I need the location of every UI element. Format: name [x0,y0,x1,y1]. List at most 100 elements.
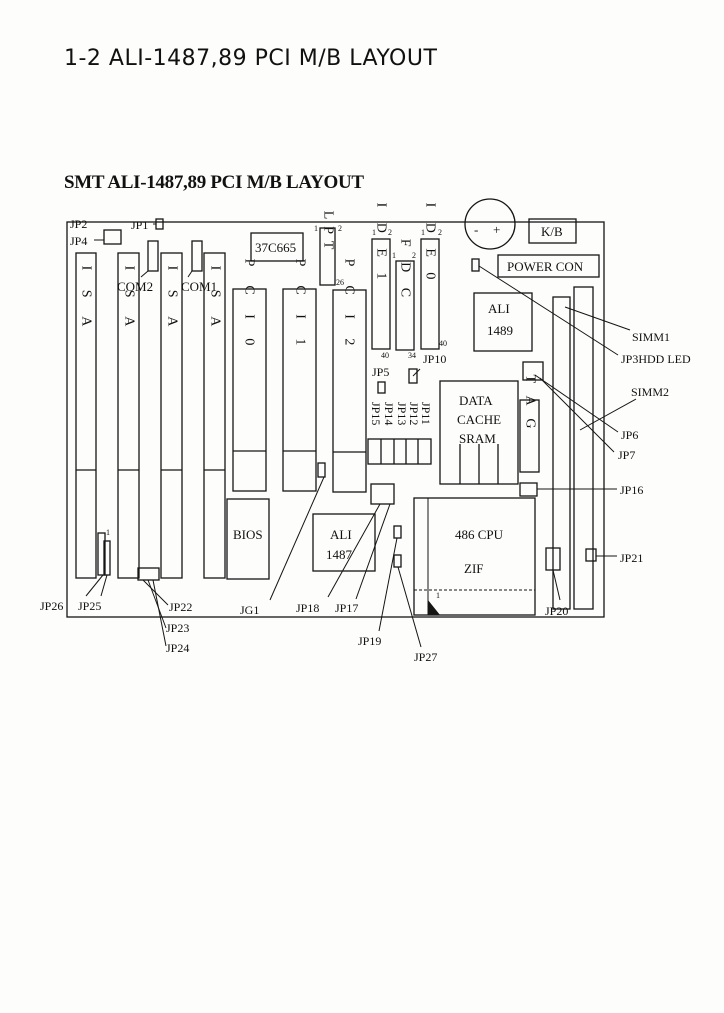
ide0-pin-40: 40 [439,339,447,348]
jp5-label: JP5 [372,365,389,379]
jp11-15-jumper-block [367,438,432,465]
isa-label-3: I S A [165,266,180,335]
com2-header [147,240,159,272]
board-outline [66,221,605,618]
jp20-label: JP20 [545,604,568,618]
jp10-label: JP10 [423,352,446,366]
isa-slot-2 [117,252,140,579]
lpt-pin-26: 26 [336,278,344,287]
jp21-jumper [585,548,597,562]
pci-label-0: P C I 0 [242,259,257,354]
jp2-jumper [103,229,122,245]
diagram-title: SMT ALI-1487,89 PCI M/B LAYOUT [64,172,364,193]
ide1-pin-1: 1 [372,228,376,237]
jg1-label: JG1 [240,603,259,617]
jp25-label: JP25 [78,599,101,613]
com1-label: COM1 [181,279,217,294]
jp22-24-jumper [137,567,160,581]
io-chip-label: 37C665 [255,240,296,255]
cache-label-1: DATA [459,393,493,408]
jp10-jumper [408,368,418,384]
pci-slot-2 [332,289,367,493]
lpt-pin-2: 2 [338,224,342,233]
io-chip-37c665 [250,232,304,262]
jp4-label: JP4 [70,234,87,248]
fdc-pin-34: 34 [408,351,416,360]
cpu-pin1-mark [428,600,440,615]
lpt-header [319,227,336,286]
isa-label-4: I S A [208,266,223,335]
jp24-label: JP24 [166,641,189,655]
pci-slot-1 [282,288,317,492]
jp18-label: JP18 [296,601,319,615]
jp15-label: JP15 [369,402,383,425]
isa-slot-4 [203,252,226,579]
cpu-label-2: ZIF [464,561,484,576]
cpu-label-1: 486 CPU [455,527,504,542]
lpt-pin-1: 1 [314,224,318,233]
leader-lines [85,223,637,648]
jp2-label: JP2 [70,217,87,231]
kb-label: K/B [541,224,563,239]
isa-slot-3 [160,252,183,579]
jp6-jp7-jumper [522,361,544,381]
jp13-label: JP13 [395,402,409,425]
jp16-label: JP16 [620,483,643,497]
jp27-label: JP27 [414,650,437,664]
bios-chip [226,498,270,580]
ali1489-label-2: 1489 [487,323,513,338]
fdc-header [395,260,415,351]
ali1489-label-1: ALI [488,301,510,316]
bios-label: BIOS [233,527,263,542]
pci-slots [232,288,367,493]
isa-label-1: I S A [79,266,94,335]
jp12-label: JP12 [407,402,421,425]
pci-slot-0 [232,288,267,492]
jp3-jumper [471,258,480,272]
jp6-label: JP6 [621,428,638,442]
page-heading: 1-2 ALI-1487,89 PCI M/B LAYOUT [64,46,438,71]
ali1487-chip [312,513,376,572]
battery-plus: + [493,222,500,237]
jp26-jumper [97,532,106,576]
jp1-label: JP1 [131,218,148,232]
pci-label-2: P C I 2 [342,259,357,354]
simm2-socket [573,286,594,610]
isa-label-2: I S A [122,266,137,335]
cpu-socket [413,497,536,616]
ide0-header [420,238,440,350]
fdc-pin-1: 1 [392,251,396,260]
jp19-label: JP19 [358,634,381,648]
cache-label-3: SRAM [459,431,496,446]
jg1-jumper [317,462,326,478]
jp17-jp18-jumper [370,483,395,505]
simm2-label: SIMM2 [631,385,669,399]
jp22-label: JP22 [169,600,192,614]
ide1-label: I D E 1 [374,203,389,286]
jp17-label: JP17 [335,601,358,615]
jp16-jumper [519,482,538,497]
ali1487-label-2: 1487 [326,547,353,562]
jp26-label: JP26 [40,599,63,613]
jp23-label: JP23 [166,621,189,635]
jp26-pin-1: 1 [106,528,110,537]
jp19-jumper [393,525,402,539]
fdc-pin-2: 2 [412,251,416,260]
jp7-label: JP7 [618,448,635,462]
ali1487-label-1: ALI [330,527,352,542]
ide0-pin-1: 1 [421,228,425,237]
jp1-jumper [155,218,164,230]
pci-label-1: P C I 1 [293,259,308,354]
simm1-socket [552,296,571,610]
ide1-header [371,238,391,350]
jp5-jumper [377,381,386,394]
ide0-label: I D E 0 [423,203,438,286]
isa-slot-1 [75,252,97,579]
tag-label: T A G [523,375,538,434]
cache-label-2: CACHE [457,412,501,427]
com2-label: COM2 [117,279,153,294]
power-connector [497,254,600,278]
simm1-label: SIMM1 [632,330,670,344]
battery-minus: - [474,222,478,237]
ide0-pin-2: 2 [438,228,442,237]
